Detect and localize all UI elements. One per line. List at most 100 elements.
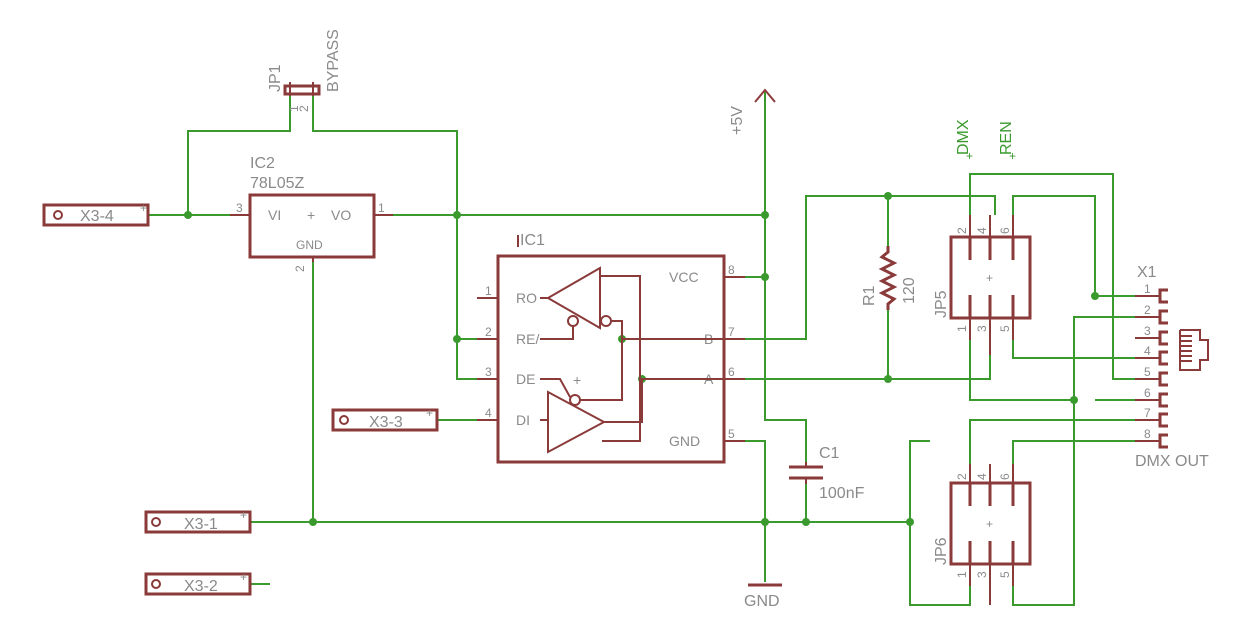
jp5-name: JP5 bbox=[933, 290, 950, 318]
wire-gnd-pin5 bbox=[745, 440, 766, 582]
ic1-pin-ro: RO bbox=[516, 290, 537, 306]
jp6-plus: + bbox=[986, 517, 993, 531]
junction-dot bbox=[761, 518, 769, 526]
x1-pin-6: 6 bbox=[1144, 386, 1151, 400]
wire-a-line bbox=[745, 355, 991, 380]
connector-label: X3-2 bbox=[184, 578, 218, 595]
ic2-name: IC2 bbox=[250, 155, 275, 172]
junction-dot bbox=[906, 518, 914, 526]
svg-text:+: + bbox=[1009, 149, 1016, 163]
connector-x1-rj45[interactable]: X1 1 2 3 4 5 6 7 8 bbox=[1135, 264, 1209, 470]
ren-label: REN bbox=[998, 121, 1015, 155]
x1-pin-7: 7 bbox=[1144, 406, 1151, 420]
jp5-pin-6: 6 bbox=[998, 227, 1012, 234]
wire-5v-rail bbox=[764, 92, 807, 462]
ic1-pin-de: DE bbox=[516, 371, 535, 387]
ic1-pin3: 3 bbox=[485, 365, 492, 379]
jp5-pin-3: 3 bbox=[975, 325, 989, 332]
svg-text:+: + bbox=[240, 508, 247, 522]
jp1-value: BYPASS bbox=[325, 29, 342, 92]
junction-dot bbox=[453, 211, 461, 219]
ic1-pin-gnd: GND bbox=[669, 433, 700, 449]
ic1-pin-re: RE/ bbox=[516, 331, 539, 347]
ic1-pin5: 5 bbox=[728, 427, 735, 441]
x1-pin-2: 2 bbox=[1144, 303, 1151, 317]
ic2-pin-gnd: GND bbox=[296, 238, 323, 252]
connector-label: X3-3 bbox=[369, 414, 403, 431]
ic1-plus: + bbox=[573, 372, 581, 388]
jp5-pin-4: 4 bbox=[975, 227, 989, 234]
c1-value: 100nF bbox=[819, 485, 865, 502]
jp6-name: JP6 bbox=[933, 537, 950, 565]
wire-jp6-p2 bbox=[969, 419, 1135, 480]
x1-name: X1 bbox=[1137, 264, 1157, 281]
junction-dot bbox=[1091, 292, 1099, 300]
ic1-pin-vcc: VCC bbox=[669, 269, 699, 285]
jp5-plus: + bbox=[986, 271, 993, 285]
connector-label: X3-1 bbox=[184, 516, 218, 533]
vcc-supply-symbol: +5V bbox=[729, 88, 776, 135]
jp1-bypass-jumper[interactable]: JP1 BYPASS 1 2 bbox=[267, 29, 342, 112]
ic2-value: 78L05Z bbox=[250, 175, 304, 192]
junction-dot bbox=[884, 192, 892, 200]
ic1-transceiver[interactable]: IC1 RO RE/ DE DI VCC B A GND 1 2 3 4 8 7… bbox=[477, 232, 745, 464]
junctions bbox=[184, 192, 1099, 526]
capacitor-c1[interactable]: C1 100nF bbox=[789, 445, 865, 502]
jp6-pin-6: 6 bbox=[998, 473, 1012, 480]
r1-value: 120 bbox=[901, 277, 918, 304]
dmx-label: DMX bbox=[955, 119, 972, 155]
junction-dot bbox=[761, 273, 769, 281]
connector-x3-4[interactable]: X3-4 + bbox=[42, 201, 150, 227]
receiver-buffer bbox=[545, 266, 601, 330]
ic1-name: IC1 bbox=[520, 232, 545, 249]
gnd-label: GND bbox=[744, 593, 780, 610]
jp6-pin-4: 4 bbox=[975, 473, 989, 480]
wires bbox=[148, 92, 1135, 606]
junction-dot bbox=[309, 518, 317, 526]
junction-dot bbox=[1070, 396, 1078, 404]
ic2-pin2: 2 bbox=[293, 265, 307, 272]
x1-caption: DMX OUT bbox=[1135, 453, 1209, 470]
gnd-symbol: GND bbox=[744, 583, 782, 610]
connector-x3-2[interactable]: X3-2 + bbox=[144, 570, 252, 596]
ic1-pin1: 1 bbox=[485, 284, 492, 298]
ic1-pin7: 7 bbox=[728, 325, 735, 339]
ic2-pin1: 1 bbox=[378, 201, 385, 215]
junction-dot bbox=[802, 518, 810, 526]
c1-name: C1 bbox=[819, 445, 840, 462]
wire-jp1-pin1 bbox=[187, 96, 291, 215]
x1-pin-4: 4 bbox=[1144, 344, 1151, 358]
jp6-pin-3: 3 bbox=[975, 571, 989, 578]
ic1-pin2: 2 bbox=[485, 325, 492, 339]
net-labels: DMX + REN + bbox=[955, 119, 1016, 163]
wire-jp1-pin2 bbox=[312, 96, 458, 215]
x1-pin-1: 1 bbox=[1144, 282, 1151, 296]
x1-pin-3: 3 bbox=[1144, 324, 1151, 338]
x1-pin-5: 5 bbox=[1144, 365, 1151, 379]
jumper-jp5[interactable]: + JP5 2 4 6 1 3 5 bbox=[933, 215, 1032, 355]
rj45-jack-icon bbox=[1179, 329, 1209, 371]
connector-x3-1[interactable]: X3-1 + bbox=[144, 508, 252, 534]
ic1-pin6: 6 bbox=[728, 365, 735, 379]
wire-jp5-p2 bbox=[969, 173, 1135, 380]
junction-dot bbox=[761, 211, 769, 219]
ic2-pin-vo: VO bbox=[331, 207, 351, 223]
svg-text:+: + bbox=[966, 149, 973, 163]
svg-text:+: + bbox=[240, 570, 247, 584]
wire-x1-p2 bbox=[1012, 316, 1135, 606]
junction-dot bbox=[453, 335, 461, 343]
resistor-r1[interactable]: R1 120 bbox=[861, 246, 918, 310]
jumper-jp6[interactable]: + JP6 2 4 6 1 3 5 bbox=[933, 464, 1032, 605]
wire-re-de-tie bbox=[456, 215, 477, 380]
jp6-pin-2: 2 bbox=[955, 473, 969, 480]
vcc-label: +5V bbox=[729, 106, 746, 135]
connector-x3-3[interactable]: X3-3 + bbox=[331, 406, 439, 432]
jp1-pin2: 2 bbox=[297, 105, 311, 112]
x1-pin-8: 8 bbox=[1144, 427, 1151, 441]
jp1-pin1: 1 bbox=[287, 105, 301, 112]
ic1-pin-di: DI bbox=[516, 412, 530, 428]
r1-name: R1 bbox=[861, 285, 878, 306]
wire-jp5-p1 bbox=[969, 318, 1074, 401]
ic2-regulator[interactable]: IC2 78L05Z VI VO + GND 3 1 2 bbox=[230, 155, 393, 272]
jp5-pin-1: 1 bbox=[955, 325, 969, 332]
